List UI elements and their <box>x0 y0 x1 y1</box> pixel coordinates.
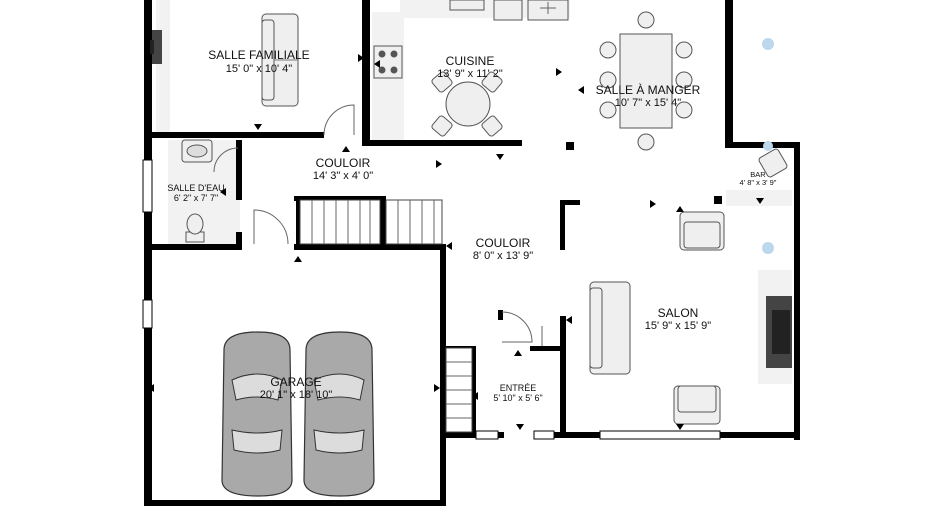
dining-table <box>599 11 693 151</box>
family-room-step <box>156 0 170 132</box>
room-dim-salle-deau: 6' 2" x 7' 7" <box>174 193 218 203</box>
camera-markers <box>762 38 774 254</box>
room-dim-cuisine: 13' 9" x 11' 2" <box>437 68 503 80</box>
room-dim-salle-familiale: 15' 0" x 10' 4" <box>226 63 293 75</box>
room-dim-garage: 20' 1" x 18' 10" <box>260 389 333 401</box>
room-name-bar: BAR <box>750 170 766 179</box>
room-name-salle-a-manger: SALLE À MANGER <box>596 82 701 97</box>
room-dim-entree: 5' 10" x 5' 6" <box>493 393 542 403</box>
room-name-salle-familiale: SALLE FAMILIALE <box>208 48 309 62</box>
salon-furniture <box>589 211 792 425</box>
room-name-salle-deau: SALLE D'EAU <box>167 183 224 193</box>
sofa-family-room <box>261 13 299 107</box>
car-left <box>221 331 293 497</box>
room-name-salon: SALON <box>658 306 699 320</box>
kitchen-table <box>431 71 503 137</box>
fireplace-family-room <box>150 30 162 64</box>
car-right <box>303 331 375 497</box>
bathroom-fixtures <box>181 139 213 243</box>
room-name-entree: ENTRÉE <box>500 383 537 393</box>
room-name-cuisine: CUISINE <box>446 54 495 68</box>
room-dim-salon: 15' 9" x 15' 9" <box>645 320 712 332</box>
room-name-couloir-1: COULOIR <box>316 156 371 170</box>
room-name-couloir-2: COULOIR <box>476 236 531 250</box>
doors <box>213 104 543 346</box>
room-dim-couloir-2: 8' 0" x 13' 9" <box>473 250 533 262</box>
room-name-garage: GARAGE <box>270 375 321 389</box>
windows <box>142 159 721 440</box>
walls <box>144 0 800 506</box>
direction-arrows <box>148 54 764 430</box>
stairs <box>299 199 473 433</box>
room-dim-bar: 4' 8" x 3' 9" <box>740 178 777 187</box>
room-dim-couloir-1: 14' 3" x 4' 0" <box>313 170 373 182</box>
bar-stool <box>758 148 788 178</box>
room-dim-salle-a-manger: 10' 7" x 15' 4" <box>615 97 682 109</box>
